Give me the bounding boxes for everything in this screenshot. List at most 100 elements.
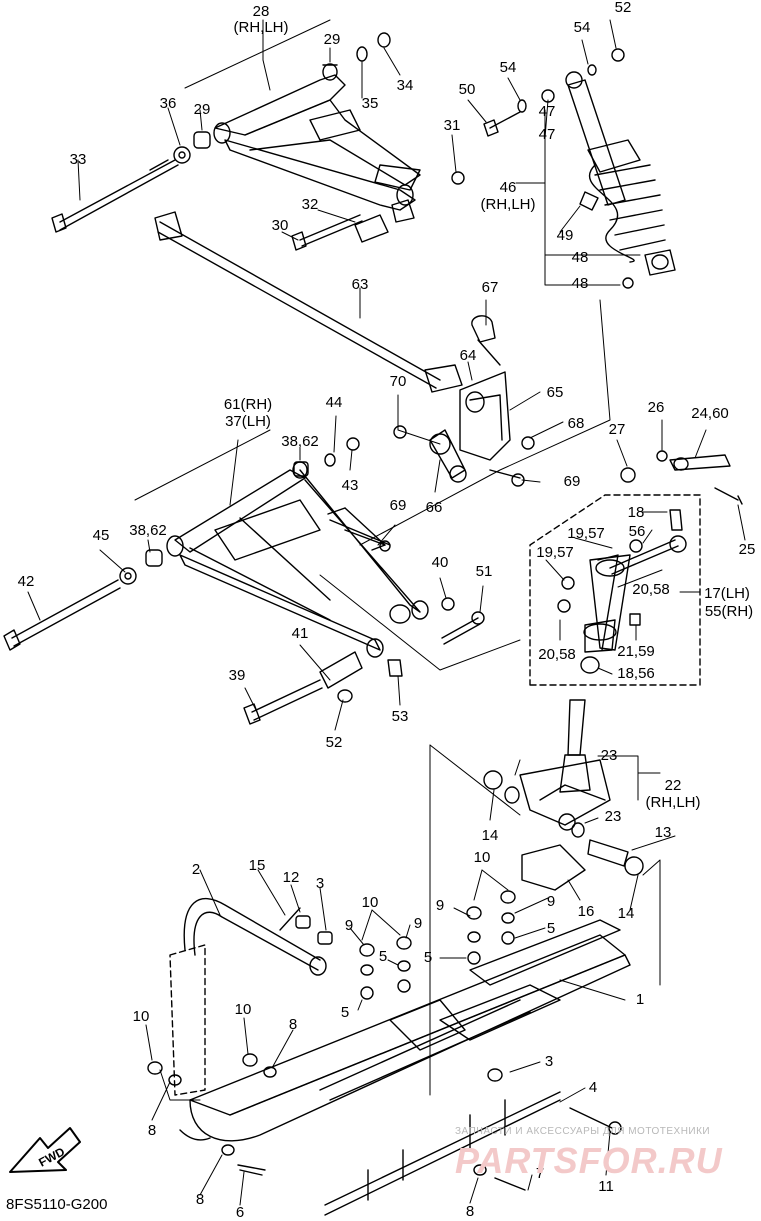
fwd-arrow: [9, 1127, 81, 1173]
callout-9: 9: [546, 893, 556, 910]
callout-47: 47: [538, 126, 556, 143]
leader-lines: [27, 19, 746, 1206]
callout-31: 31: [443, 117, 461, 134]
watermark-text: ЗАПЧАСТИ И АКСЕССУАРЫ ДЛЯ МОТОТЕХНИКИ: [455, 1126, 711, 1137]
callout-38-62: 38,62: [281, 433, 319, 450]
spindle-box: [529, 450, 743, 686]
callout-28-rhlh: (RH,LH): [233, 19, 289, 36]
callout-5: 5: [546, 920, 556, 937]
callout-56: 56: [628, 523, 646, 540]
callout-46: 46: [499, 179, 517, 196]
callout-65: 65: [546, 384, 564, 401]
callout-30: 30: [271, 217, 289, 234]
lower-arm-hardware: [3, 437, 485, 725]
callout-23: 23: [600, 747, 618, 764]
callout-25: 25: [738, 541, 756, 558]
callout-67: 67: [481, 279, 499, 296]
callout-46-rhlh: (RH,LH): [480, 196, 536, 213]
callout-29: 29: [193, 101, 211, 118]
callout-17-lh: 17(LH): [704, 585, 750, 602]
callout-9: 9: [435, 897, 445, 914]
callout-52: 52: [614, 0, 632, 16]
callout-23: 23: [604, 808, 622, 825]
callout-5: 5: [340, 1004, 350, 1021]
callout-9: 9: [413, 915, 423, 932]
diagram-code: 8FS5110-G200: [6, 1196, 108, 1213]
callout-66: 66: [425, 499, 443, 516]
callout-70: 70: [389, 373, 407, 390]
callout-54: 54: [573, 19, 591, 36]
callout-11: 11: [598, 1178, 614, 1195]
callout-45: 45: [92, 527, 110, 544]
callout-68: 68: [567, 415, 585, 432]
callout-41: 41: [291, 625, 309, 642]
callout-20-58: 20,58: [538, 646, 576, 663]
callout-52: 52: [325, 734, 343, 751]
callout-63: 63: [351, 276, 369, 293]
lower-arm-assembly: [166, 461, 429, 658]
callout-3: 3: [544, 1053, 554, 1070]
callout-21-59: 21,59: [617, 643, 655, 660]
callout-5: 5: [378, 948, 388, 965]
callout-36: 36: [159, 95, 177, 112]
callout-8: 8: [147, 1122, 157, 1139]
callout-20-58: 20,58: [632, 581, 670, 598]
callout-33: 33: [69, 151, 87, 168]
callout-8: 8: [195, 1191, 205, 1208]
shock-absorber: [483, 48, 676, 289]
callout-10: 10: [473, 849, 491, 866]
callout-10: 10: [234, 1001, 252, 1018]
callout-22-rhlh: (RH,LH): [645, 794, 701, 811]
callout-15: 15: [248, 857, 266, 874]
callout-61-rh: 61(RH): [223, 396, 273, 413]
callout-7: 7: [535, 1165, 545, 1182]
callout-19-57: 19,57: [536, 544, 574, 561]
callout-29: 29: [323, 31, 341, 48]
callout-35: 35: [361, 95, 379, 112]
callout-14: 14: [617, 905, 635, 922]
ski-assembly: [147, 890, 631, 1216]
callout-6: 6: [235, 1204, 245, 1221]
callout-10: 10: [132, 1008, 150, 1025]
callout-34: 34: [396, 77, 414, 94]
callout-19-57: 19,57: [567, 525, 605, 542]
callout-47: 47: [538, 103, 556, 120]
callout-12: 12: [282, 869, 300, 886]
callout-27: 27: [608, 421, 626, 438]
callout-51: 51: [475, 563, 493, 580]
callout-69: 69: [563, 473, 581, 490]
callout-64: 64: [459, 347, 477, 364]
stabilizer-rod: [154, 211, 535, 487]
callout-32: 32: [301, 196, 319, 213]
callout-48: 48: [571, 249, 589, 266]
upper-arm-assembly: [213, 63, 421, 211]
upper-arm-hardware: [51, 32, 465, 251]
callout-55-rh: 55(RH): [704, 603, 754, 620]
spindle: [483, 699, 644, 891]
callout-49: 49: [556, 227, 574, 244]
callout-50: 50: [458, 81, 476, 98]
callout-28: 28: [252, 3, 270, 20]
callout-43: 43: [341, 477, 359, 494]
callout-2: 2: [191, 861, 201, 878]
callout-54: 54: [499, 59, 517, 76]
callout-1: 1: [635, 991, 645, 1008]
callout-42: 42: [17, 573, 35, 590]
callout-44: 44: [325, 394, 343, 411]
callout-40: 40: [431, 554, 449, 571]
callout-8: 8: [288, 1016, 298, 1033]
callout-24-60: 24,60: [691, 405, 729, 422]
callout-13: 13: [654, 824, 672, 841]
callout-69: 69: [389, 497, 407, 514]
callout-14: 14: [481, 827, 499, 844]
watermark-logo: PARTSFOR.RU: [455, 1140, 723, 1181]
callout-26: 26: [647, 399, 665, 416]
callout-22: 22: [664, 777, 682, 794]
callout-5: 5: [423, 949, 433, 966]
callout-39: 39: [228, 667, 246, 684]
callout-18-56: 18,56: [617, 665, 655, 682]
callout-53: 53: [391, 708, 409, 725]
callout-3: 3: [315, 875, 325, 892]
